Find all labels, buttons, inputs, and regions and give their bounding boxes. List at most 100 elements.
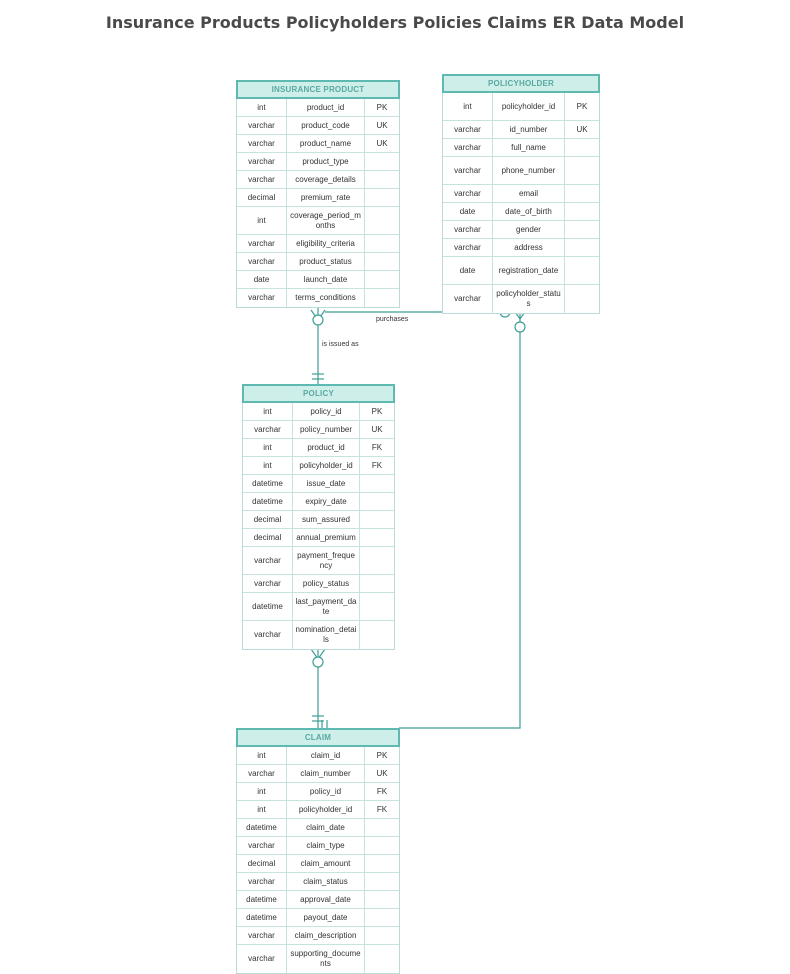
column-name: claim_id — [287, 747, 365, 764]
column-key — [365, 855, 399, 872]
column-name: nomination_details — [293, 621, 360, 649]
column-type: varchar — [243, 575, 293, 592]
column-name: issue_date — [293, 475, 360, 492]
entity-header: INSURANCE PRODUCT — [236, 80, 400, 99]
column-type: varchar — [443, 185, 493, 202]
column-key: PK — [376, 102, 388, 112]
column-name: id_number — [493, 121, 565, 138]
column-type: datetime — [237, 819, 287, 836]
column-name: claim_description — [287, 927, 365, 944]
column-name: address — [493, 239, 565, 256]
column-type: varchar — [443, 139, 493, 156]
column-type: int — [237, 207, 287, 234]
column-key — [360, 547, 394, 574]
column-type: varchar — [443, 157, 493, 184]
column-key — [365, 189, 399, 206]
column-key — [360, 475, 394, 492]
column-key — [365, 837, 399, 854]
column-type: varchar — [243, 421, 293, 438]
column-name: coverage_period_months — [287, 207, 365, 234]
rel-label-is-issued-as: is issued as — [322, 341, 359, 348]
column-name: payout_date — [287, 909, 365, 926]
column-type: varchar — [243, 547, 293, 574]
column-type: date — [443, 257, 493, 284]
column-name: claim_type — [287, 837, 365, 854]
column-type: varchar — [237, 873, 287, 890]
column-type: int — [443, 93, 493, 120]
column-key — [365, 207, 399, 234]
column-type: varchar — [443, 121, 493, 138]
column-name: eligibility_criteria — [287, 235, 365, 252]
column-name: policyholder_id — [493, 93, 565, 120]
column-key — [365, 927, 399, 944]
column-type: int — [237, 747, 287, 764]
product-optional-circle — [312, 314, 324, 326]
column-key — [365, 873, 399, 890]
column-type: int — [237, 99, 287, 116]
column-key — [360, 593, 394, 620]
column-type: date — [237, 271, 287, 288]
column-name: premium_rate — [287, 189, 365, 206]
column-key — [565, 203, 599, 220]
column-key — [565, 239, 599, 256]
column-type: decimal — [237, 189, 287, 206]
column-key: PK — [376, 750, 388, 760]
column-type: datetime — [237, 909, 287, 926]
column-type: varchar — [237, 153, 287, 170]
column-type: varchar — [237, 289, 287, 307]
column-type: varchar — [237, 253, 287, 270]
column-key — [365, 271, 399, 288]
column-key — [365, 945, 399, 973]
column-name: product_type — [287, 153, 365, 170]
